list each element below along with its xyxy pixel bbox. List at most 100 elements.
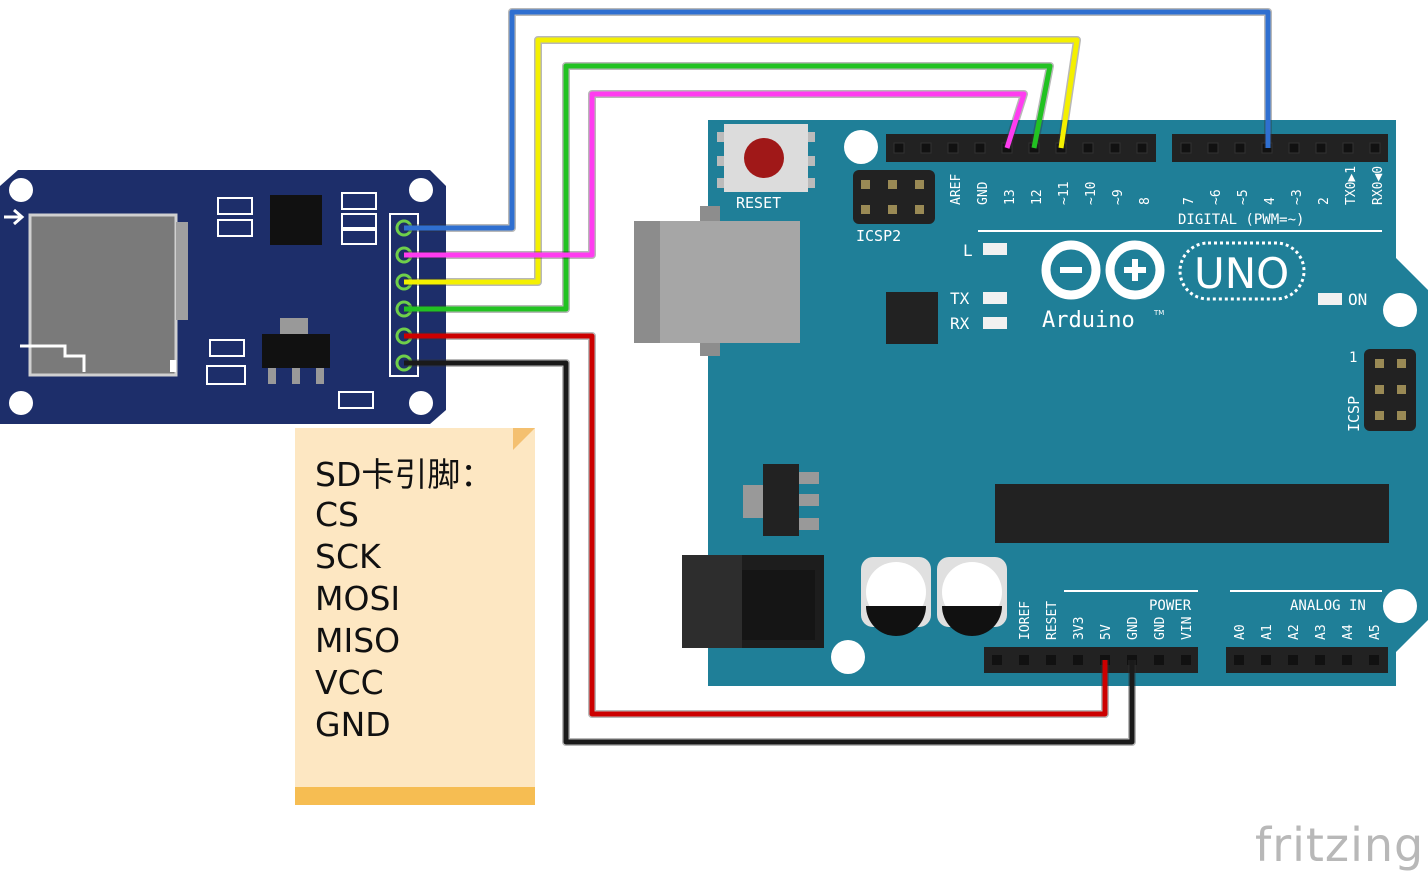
resistor <box>341 227 377 245</box>
micro-sd-slot <box>20 213 188 377</box>
resistor <box>341 213 377 231</box>
digital-pin-label: AREF <box>949 174 964 205</box>
ldo-regulator <box>262 318 330 384</box>
note-title: SD卡引脚： <box>315 455 494 494</box>
digital-pin-label: ~10 <box>1084 182 1099 205</box>
digital-pin-label: ~3 <box>1290 189 1305 205</box>
header-pin[interactable] <box>1261 655 1271 665</box>
digital-pin-label: GND <box>976 181 991 205</box>
analog-pin-label: A2 <box>1287 624 1302 640</box>
power-pin-label: GND <box>1153 616 1168 640</box>
arduino-wordmark: Arduino <box>1042 308 1135 333</box>
analog-label: ANALOG IN <box>1290 598 1366 614</box>
pin-note: SD卡引脚： CS SCK MOSI MISO VCC GND <box>295 428 535 805</box>
header-pin[interactable] <box>974 142 986 154</box>
digital-pin-label: 8 <box>1138 197 1153 205</box>
mosi-wire[interactable] <box>404 37 1080 285</box>
sd-header <box>389 213 419 377</box>
analog-pin-label: A4 <box>1341 624 1356 640</box>
header-pin[interactable] <box>1019 655 1029 665</box>
analog-pin-label: A5 <box>1368 624 1383 640</box>
level-shifter-chip <box>270 195 322 245</box>
digital-pin-label: 12 <box>1030 189 1045 205</box>
miso-wire[interactable] <box>404 63 1053 312</box>
header-pin[interactable] <box>1369 142 1381 154</box>
reset-label: RESET <box>736 194 781 212</box>
header-pin[interactable] <box>1315 655 1325 665</box>
resistor <box>341 192 377 210</box>
resistor <box>217 197 253 215</box>
digital-header-right <box>1172 134 1388 162</box>
note-pin: SCK <box>315 537 381 576</box>
capacitor-smd <box>338 391 374 409</box>
digital-pin-label: 13 <box>1003 189 1018 205</box>
analog-pin-label: A1 <box>1260 624 1275 640</box>
header-pin[interactable] <box>1046 655 1056 665</box>
header-pin[interactable] <box>1180 142 1192 154</box>
icsp2-label: ICSP2 <box>856 227 901 245</box>
insert-arrow-icon <box>4 208 25 226</box>
wires <box>404 8 1272 746</box>
header-pin[interactable] <box>1342 655 1352 665</box>
header-pin[interactable] <box>1136 142 1148 154</box>
dc-power-jack <box>682 555 824 648</box>
digital-pin-label: RX0◀0 <box>1371 166 1386 205</box>
mount-hole <box>409 391 433 415</box>
usb-connector <box>634 206 800 356</box>
digital-pin-label: ~6 <box>1209 189 1224 205</box>
usb-chip <box>886 292 938 344</box>
mount-hole <box>409 178 433 202</box>
header-pin[interactable] <box>1369 655 1379 665</box>
led-l-label: L <box>963 241 973 260</box>
digital-label: DIGITAL (PWM=~) <box>1178 212 1304 228</box>
sd-card-module <box>0 170 446 424</box>
header-pin[interactable] <box>1234 142 1246 154</box>
mount-hole <box>9 178 33 202</box>
icsp-pin1: 1 <box>1349 350 1357 366</box>
header-pin[interactable] <box>1288 142 1300 154</box>
voltage-regulator <box>743 464 819 536</box>
led-on-label: ON <box>1348 290 1367 309</box>
header-pin[interactable] <box>992 655 1002 665</box>
cs-wire[interactable] <box>404 9 1271 231</box>
fritzing-watermark: fritzing <box>1255 818 1425 872</box>
header-pin[interactable] <box>1109 142 1121 154</box>
header-pin[interactable] <box>1207 142 1219 154</box>
power-label: POWER <box>1149 598 1192 614</box>
note-pin: GND <box>315 705 391 744</box>
mount-hole <box>831 640 865 674</box>
led-on <box>1318 293 1342 305</box>
header-pin[interactable] <box>920 142 932 154</box>
icsp-header <box>1364 349 1416 431</box>
header-pin[interactable] <box>893 142 905 154</box>
header-pin[interactable] <box>1181 655 1191 665</box>
digital-pin-label: ~5 <box>1236 189 1251 205</box>
capacitor-smd <box>206 365 246 385</box>
mount-hole <box>9 391 33 415</box>
mount-hole <box>1383 589 1417 623</box>
gnd-wire[interactable] <box>404 360 1135 745</box>
note-pin: MOSI <box>315 579 401 618</box>
header-pin[interactable] <box>1073 655 1083 665</box>
header-pin[interactable] <box>1082 142 1094 154</box>
note-bar <box>295 787 535 805</box>
reset-button[interactable] <box>717 124 815 192</box>
header-pin[interactable] <box>1315 142 1327 154</box>
header-pin[interactable] <box>947 142 959 154</box>
note-pin: MISO <box>315 621 401 660</box>
power-pin-label: 3V3 <box>1072 617 1087 640</box>
digital-pin-label: 2 <box>1317 197 1332 205</box>
icsp2-header <box>853 170 935 224</box>
mount-hole <box>1383 293 1417 327</box>
vcc-wire[interactable] <box>404 333 1108 717</box>
power-pin-label: GND <box>1126 616 1141 640</box>
header-pin[interactable] <box>1234 655 1244 665</box>
uno-text: UNO <box>1194 249 1289 298</box>
header-pin[interactable] <box>1154 655 1164 665</box>
resistor <box>217 219 253 237</box>
note-pin-list: CS SCK MOSI MISO VCC GND <box>315 494 400 746</box>
header-pin[interactable] <box>1342 142 1354 154</box>
header-pin[interactable] <box>1288 655 1298 665</box>
sck-wire[interactable] <box>404 91 1027 258</box>
